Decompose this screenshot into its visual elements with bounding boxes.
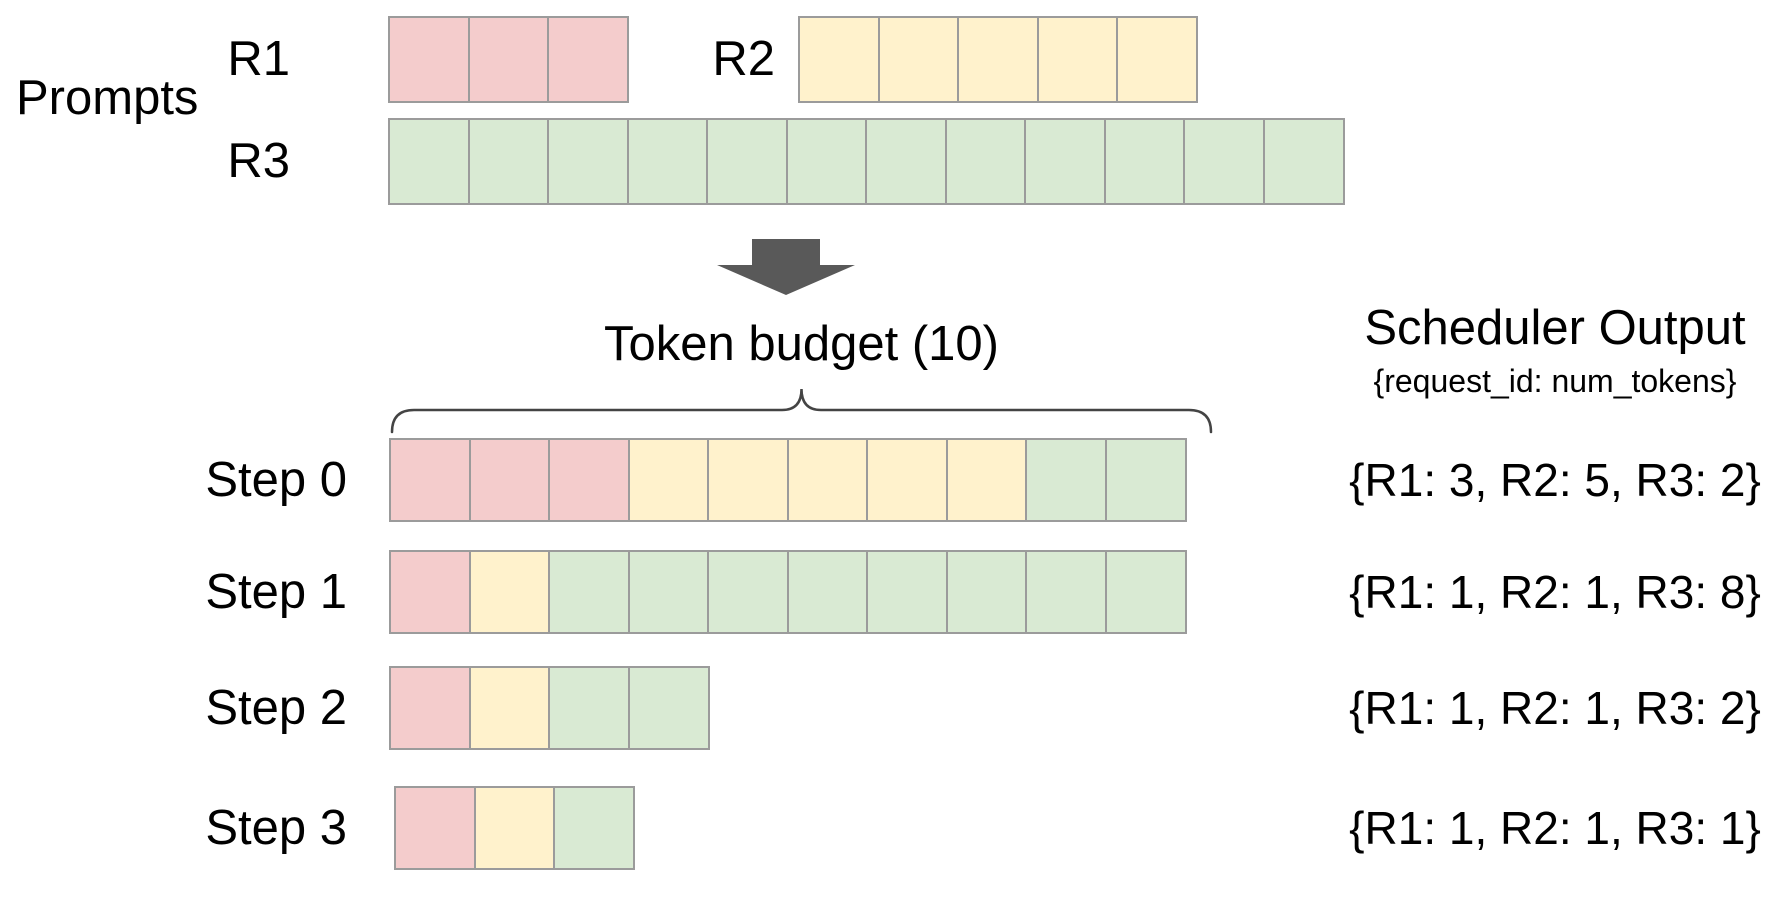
token-cell-r3 (707, 550, 789, 634)
token-cell-r3 (627, 550, 710, 634)
request-r1-token-bar (388, 16, 629, 103)
token-cell-r1 (389, 666, 471, 750)
step-2-token-bar (389, 666, 710, 750)
scheduler-output-subtitle: {request_id: num_tokens} (1373, 363, 1737, 400)
token-cell-r1 (548, 438, 630, 522)
token-budget-label: Token budget (10) (604, 317, 999, 372)
step-1-scheduler-output: {R1: 1, R2: 1, R3: 8} (1349, 566, 1761, 618)
request-r2-token-bar (798, 16, 1198, 103)
token-cell-r2 (945, 438, 1028, 522)
token-cell-r2 (707, 438, 789, 522)
token-cell-r2 (468, 666, 551, 750)
token-cell-r3 (1103, 118, 1186, 205)
token-cell-r2 (957, 16, 1039, 103)
token-cell-r3 (866, 550, 948, 634)
token-cell-r3 (1025, 438, 1107, 522)
step-0-token-bar (389, 438, 1187, 522)
token-cell-r2 (877, 16, 960, 103)
scheduler-output-title: Scheduler Output (1364, 301, 1746, 355)
token-cell-r2 (1036, 16, 1119, 103)
token-cell-r3 (1104, 438, 1187, 522)
step-2-label: Step 2 (205, 681, 347, 735)
token-cell-r3 (388, 118, 470, 205)
token-cell-r3 (785, 118, 868, 205)
token-cell-r3 (626, 118, 709, 205)
token-cell-r3 (548, 550, 630, 634)
token-cell-r3 (627, 666, 710, 750)
token-cell-r1 (388, 16, 470, 103)
token-cell-r1 (467, 16, 550, 103)
token-cell-r3 (548, 666, 630, 750)
token-cell-r3 (706, 118, 788, 205)
step-0-label: Step 0 (205, 453, 347, 507)
token-cell-r3 (547, 118, 629, 205)
step-3-label: Step 3 (205, 801, 347, 855)
token-cell-r1 (389, 550, 471, 634)
token-cell-r3 (1025, 550, 1107, 634)
token-cell-r2 (786, 438, 869, 522)
token-cell-r3 (944, 118, 1027, 205)
token-cell-r3 (945, 550, 1028, 634)
token-cell-r2 (866, 438, 948, 522)
step-1-label: Step 1 (205, 565, 347, 619)
token-cell-r2 (1116, 16, 1198, 103)
step-2-scheduler-output: {R1: 1, R2: 1, R3: 2} (1349, 682, 1761, 734)
token-cell-r1 (468, 438, 551, 522)
token-cell-r3 (1024, 118, 1106, 205)
token-cell-r3 (467, 118, 550, 205)
request-r1-label: R1 (227, 31, 290, 86)
step-0-scheduler-output: {R1: 3, R2: 5, R3: 2} (1349, 454, 1761, 506)
token-cell-r1 (547, 16, 629, 103)
token-cell-r3 (1104, 550, 1187, 634)
step-3-scheduler-output: {R1: 1, R2: 1, R3: 1} (1349, 802, 1761, 854)
prompts-section-label: Prompts (16, 71, 199, 125)
token-cell-r1 (389, 438, 471, 522)
token-cell-r2 (627, 438, 710, 522)
token-cell-r3 (786, 550, 869, 634)
scheduler-output-header: Scheduler Output {request_id: num_tokens… (1322, 300, 1788, 401)
token-cell-r1 (394, 786, 476, 870)
request-r2-label: R2 (712, 31, 775, 86)
token-cell-r2 (468, 550, 551, 634)
token-cell-r3 (553, 786, 635, 870)
token-cell-r3 (1262, 118, 1345, 205)
request-r3-token-bar (388, 118, 1345, 205)
token-cell-r3 (1183, 118, 1265, 205)
step-1-token-bar (389, 550, 1187, 634)
step-3-token-bar (394, 786, 635, 870)
token-cell-r2 (798, 16, 880, 103)
token-cell-r3 (865, 118, 947, 205)
token-cell-r2 (473, 786, 556, 870)
request-r3-label: R3 (227, 133, 290, 188)
down-arrow-icon (717, 239, 855, 295)
token-budget-brace (390, 388, 1213, 434)
